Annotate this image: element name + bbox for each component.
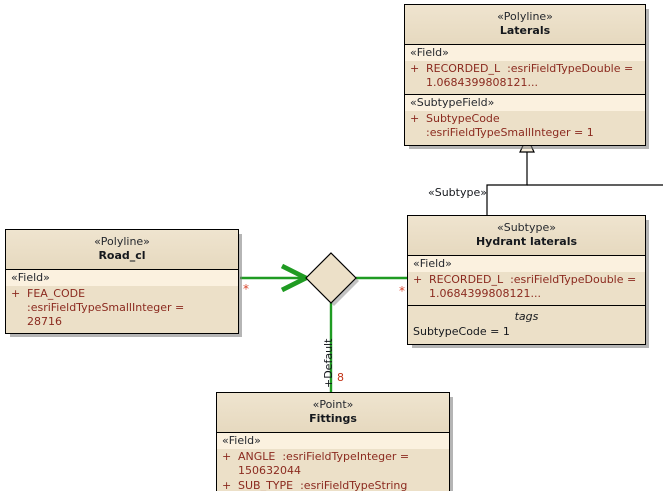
attribute-text: SUB_TYPE :esriFieldTypeString [238,479,408,491]
compartment-band-label: «Field» [6,269,238,286]
attribute-text: ANGLE :esriFieldTypeInteger = 150632044 [238,449,413,477]
class-name: Hydrant laterals [475,234,578,248]
compartment-field: «Field» + RECORDED_L :esriFieldTypeDoubl… [408,255,645,307]
tags-heading: tags [514,310,539,324]
tag-row: SubtypeCode = 1 [413,325,510,339]
attribute-visibility: + [222,479,232,491]
role-label-default[interactable]: +Default [322,338,335,388]
compartment-field: «Field» + RECORDED_L :esriFieldTypeDoubl… [405,44,645,96]
compartment-band-label: «Field» [405,44,645,61]
attribute-text: RECORDED_L :esriFieldTypeDouble = 1.0684… [429,272,637,300]
attribute-row[interactable]: + RECORDED_L :esriFieldTypeDouble = 1.06… [405,61,645,91]
attribute-visibility: + [410,61,420,75]
attribute-text: FEA_CODE :esriFieldTypeSmallInteger = 28… [27,286,185,329]
generalization-connector [486,135,663,215]
class-box-laterals[interactable]: «Polyline» Laterals «Field» + RECORDED_L… [404,4,646,146]
attribute-row[interactable]: + FEA_CODE :esriFieldTypeSmallInteger = … [6,286,238,330]
class-name: Road_cl [98,248,146,262]
class-name: Laterals [499,23,551,37]
class-box-hydrant-laterals[interactable]: «Subtype» Hydrant laterals «Field» + REC… [407,215,646,346]
compartment-tags: tags SubtypeCode = 1 [408,306,645,345]
attribute-row[interactable]: + SUB_TYPE :esriFieldTypeString [217,478,449,491]
attribute-visibility: + [413,272,423,286]
compartment-field: «Field» + ANGLE :esriFieldTypeInteger = … [217,432,449,491]
attribute-visibility: + [11,286,21,300]
class-name: Fittings [309,411,357,425]
attribute-row[interactable]: + ANGLE :esriFieldTypeInteger = 15063204… [217,449,449,479]
compartment-band-label: «SubtypeField» [405,95,645,112]
association-class-diamond [305,252,359,306]
class-title-laterals: «Polyline» Laterals [405,5,645,45]
attribute-text: RECORDED_L :esriFieldTypeDouble = 1.0684… [426,61,634,89]
class-stereotype: «Polyline» [94,235,150,248]
class-box-fittings[interactable]: «Point» Fittings «Field» + ANGLE :esriFi… [216,392,450,491]
multiplicity-fittings[interactable]: 8 [337,371,344,384]
attribute-row[interactable]: + SubtypeCode :esriFieldTypeSmallInteger… [405,111,645,141]
multiplicity-hydrant-laterals[interactable]: * [399,284,405,298]
attribute-row[interactable]: + RECORDED_L :esriFieldTypeDouble = 1.06… [408,272,645,302]
class-stereotype: «Point» [312,398,354,411]
class-stereotype: «Subtype» [497,221,556,234]
compartment-field: «Field» + FEA_CODE :esriFieldTypeSmallIn… [6,269,238,334]
generalization-label[interactable]: «Subtype» [428,186,487,199]
compartment-band-label: «Field» [408,255,645,272]
class-title-road-cl: «Polyline» Road_cl [6,230,238,270]
class-title-hydrant-laterals: «Subtype» Hydrant laterals [408,216,645,256]
class-title-fittings: «Point» Fittings [217,393,449,433]
attribute-visibility: + [410,112,420,126]
multiplicity-road-cl[interactable]: * [243,282,249,296]
class-stereotype: «Polyline» [497,10,553,23]
compartment-band-label: «Field» [217,432,449,449]
class-box-road-cl[interactable]: «Polyline» Road_cl «Field» + FEA_CODE :e… [5,229,239,335]
attribute-text: SubtypeCode :esriFieldTypeSmallInteger =… [426,112,594,140]
attribute-visibility: + [222,449,232,463]
compartment-subtypefield: «SubtypeField» + SubtypeCode :esriFieldT… [405,95,645,145]
